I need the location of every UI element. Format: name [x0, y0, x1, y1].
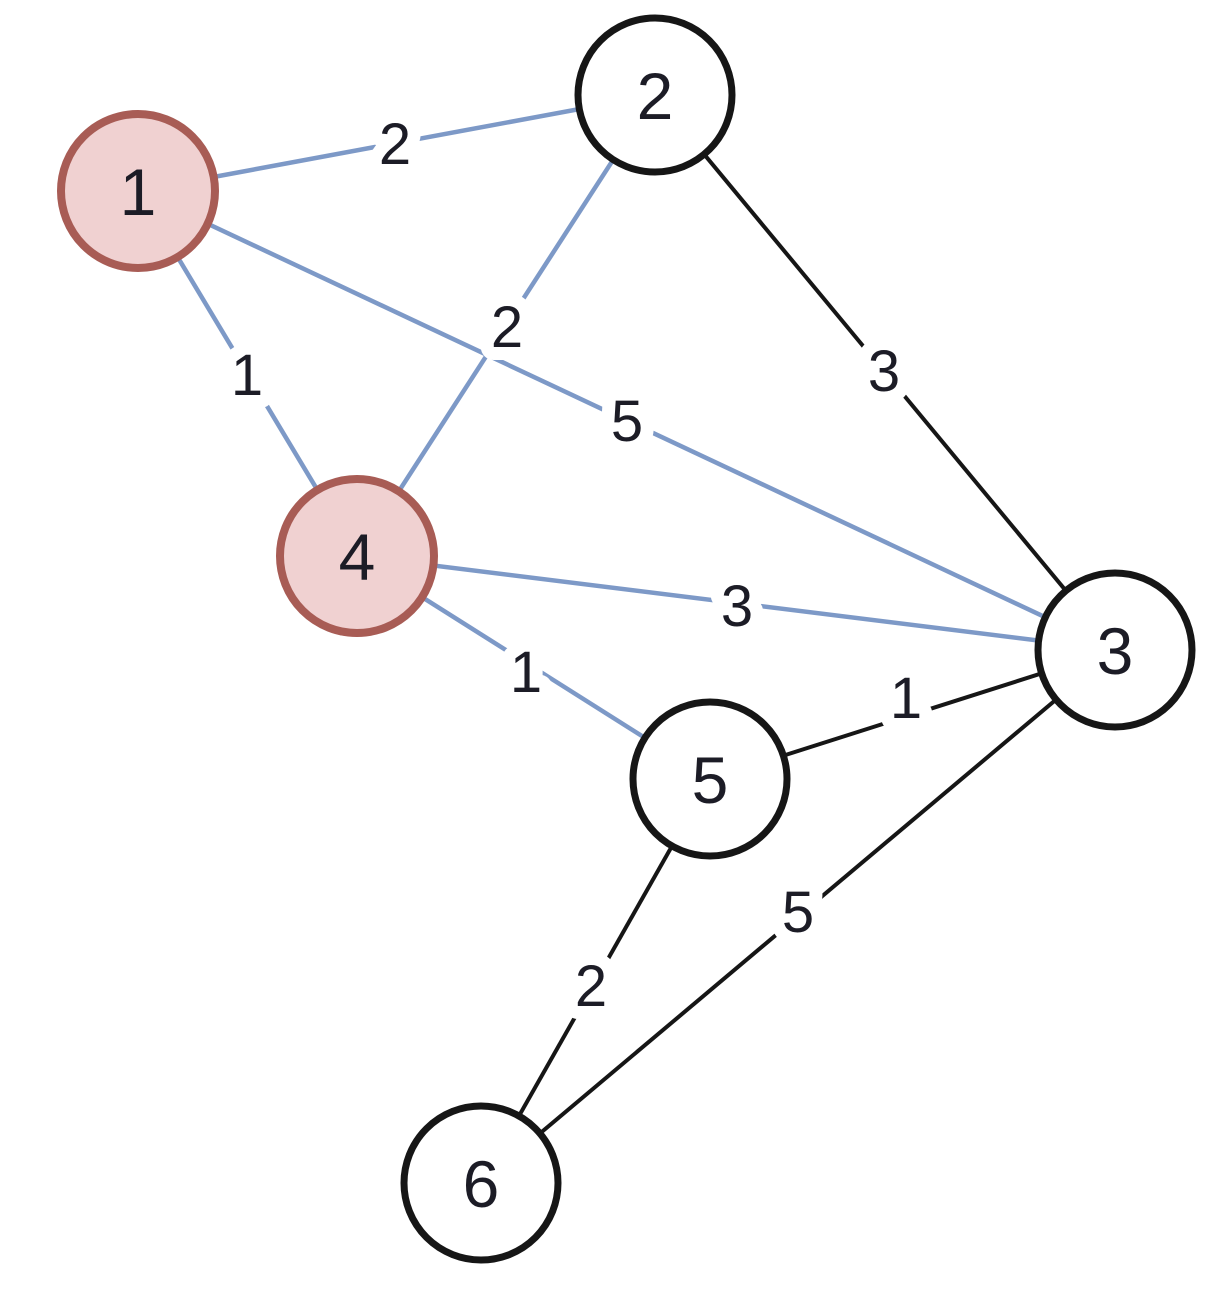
graph-node-4 [276, 475, 438, 637]
edge-weight-label-1-3: 5 [611, 389, 643, 454]
graph-edge-2-4 [355, 93, 657, 558]
graph-node-1 [57, 110, 219, 272]
edges-layer [136, 92, 1117, 1185]
node-label-6: 6 [463, 1147, 500, 1221]
graph-node-6 [400, 1102, 562, 1264]
edge-weight-label-5-3: 1 [890, 666, 922, 731]
edge-weight-label-5-6: 2 [575, 954, 607, 1019]
edge-weight-label-2-3: 3 [868, 339, 900, 404]
graph-edge-1-3 [137, 188, 1116, 653]
graph-edge-4-3 [356, 553, 1116, 653]
node-label-5: 5 [692, 743, 729, 817]
nodes-layer: 1 2 3 4 5 6 [57, 14, 1196, 1264]
graph-edge-2-3 [653, 93, 1117, 652]
edge-weight-label-2-4: 2 [491, 295, 523, 360]
node-label-2: 2 [637, 59, 674, 133]
edge-weight-label-1-2: 2 [379, 112, 411, 177]
edge-weight-label-3-6: 5 [782, 880, 814, 945]
edge-weight-label-4-3: 3 [721, 574, 753, 639]
edge-weight-label-4-5: 1 [510, 640, 542, 705]
node-label-1: 1 [120, 155, 157, 229]
graph-node-2 [574, 14, 736, 176]
graph-edge-3-6 [479, 648, 1117, 1185]
edge-weight-label-1-4: 1 [231, 343, 263, 408]
graph-edge-1-2 [137, 92, 656, 194]
node-label-4: 4 [339, 520, 376, 594]
graph-node-3 [1034, 569, 1196, 731]
node-label-3: 3 [1097, 614, 1134, 688]
graph-node-5 [629, 698, 791, 860]
